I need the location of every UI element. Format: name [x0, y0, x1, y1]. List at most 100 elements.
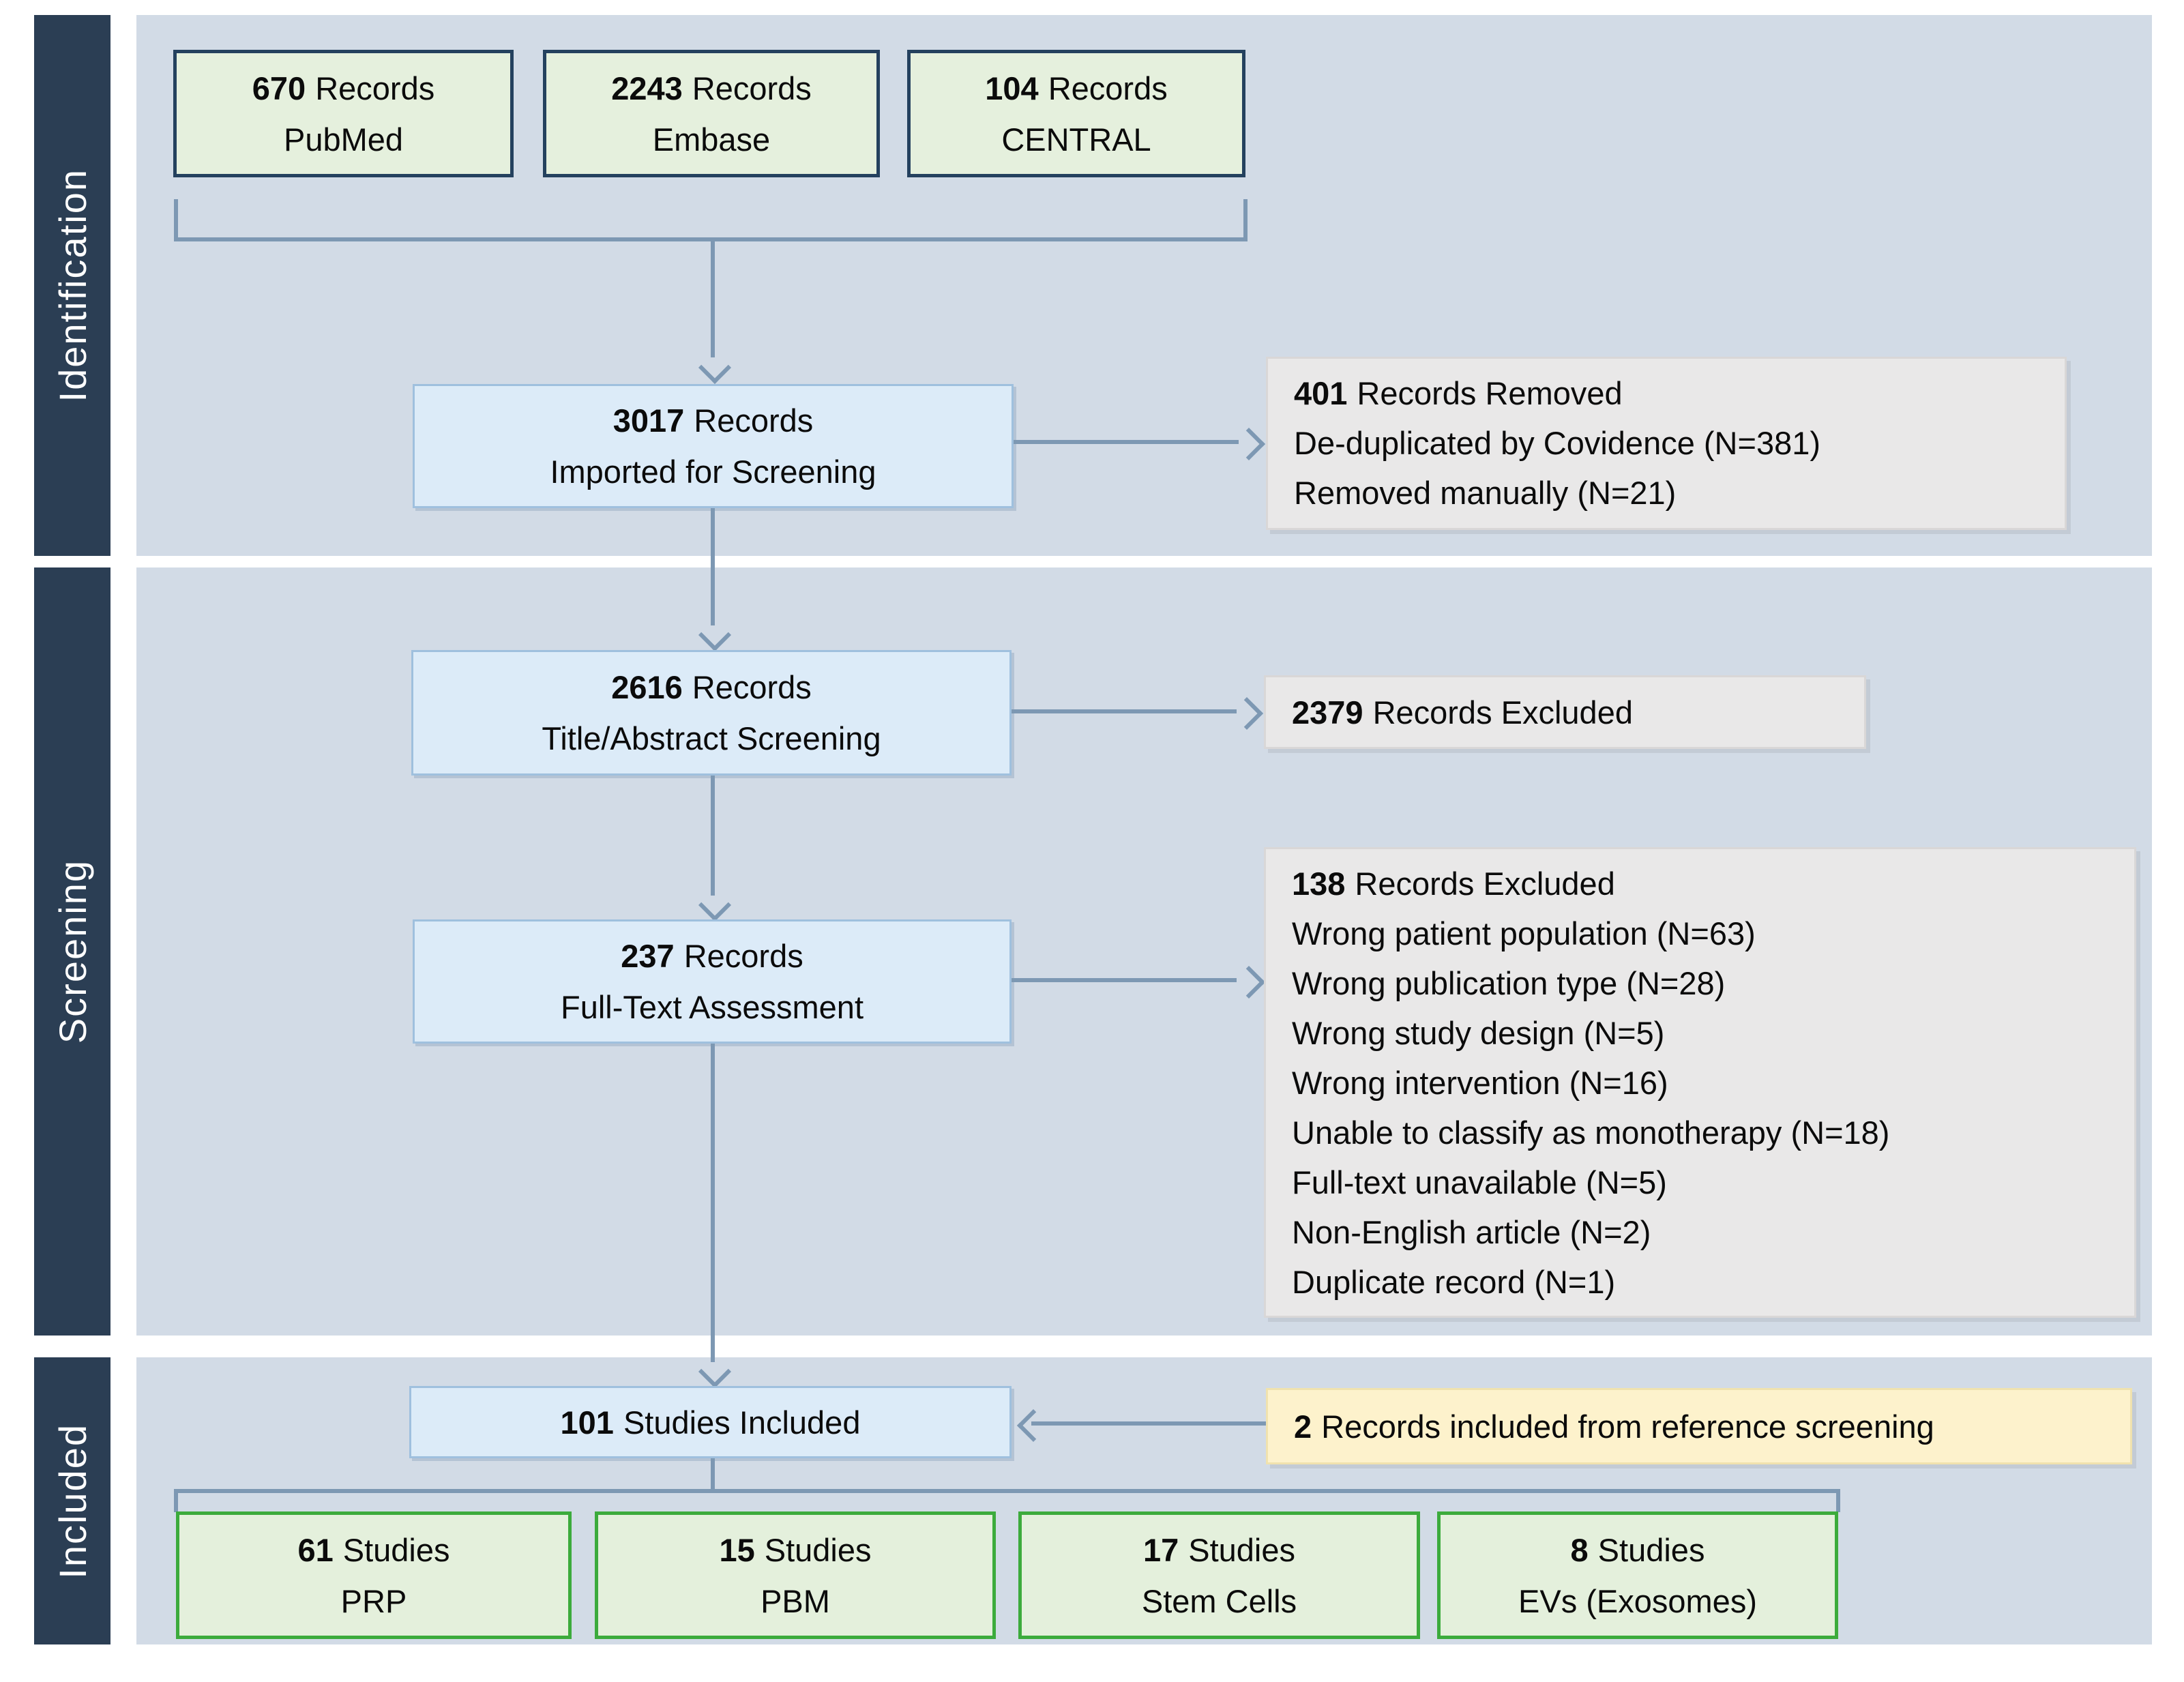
sidebar-stage-identification: Identification: [34, 15, 110, 556]
group-name: EVs (Exosomes): [1518, 1582, 1757, 1619]
study-count: 61: [297, 1531, 334, 1568]
exclusion-reason: Wrong patient population (N=63): [1292, 915, 1756, 951]
record-unit: Records: [692, 669, 812, 705]
box-label: Title/Abstract Screening: [542, 720, 881, 756]
record-count: 237: [621, 938, 675, 974]
record-count: 2616: [611, 669, 683, 705]
source-name: PubMed: [283, 121, 404, 158]
connector-line: [1243, 199, 1248, 240]
record-count: 670: [252, 70, 306, 106]
connector-line: [174, 237, 1248, 241]
exclusion-reason: Non-English article (N=2): [1292, 1214, 1651, 1250]
record-count: 138: [1292, 866, 1346, 902]
record-unit: Records: [1048, 70, 1168, 106]
record-count: 2: [1294, 1408, 1312, 1445]
record-count: 3017: [613, 402, 685, 439]
exclusion-reason: Wrong publication type (N=28): [1292, 965, 1726, 1001]
connector-line: [174, 199, 178, 240]
study-unit: Studies: [764, 1531, 872, 1568]
box-label: Studies Included: [623, 1404, 861, 1441]
connector-line: [1012, 709, 1237, 713]
source-name: CENTRAL: [1001, 121, 1151, 158]
study-count: 8: [1570, 1531, 1589, 1568]
connector-line: [1014, 440, 1239, 444]
connector-line: [174, 1493, 178, 1512]
note-title-text: Records Excluded: [1355, 866, 1615, 902]
study-count: 17: [1142, 1531, 1179, 1568]
stage-label-identification: Identification: [50, 168, 94, 402]
study-unit: Studies: [1597, 1531, 1705, 1568]
connector-line: [711, 508, 715, 625]
connector-line: [711, 1458, 715, 1493]
source-name: Embase: [652, 121, 771, 158]
record-count: 2243: [611, 70, 683, 106]
group-name: Stem Cells: [1141, 1582, 1297, 1619]
group-name: PRP: [340, 1582, 407, 1619]
removal-reason: Removed manually (N=21): [1294, 475, 1677, 511]
connector-line: [711, 241, 715, 357]
record-unit: Records: [692, 70, 812, 106]
record-unit: Records: [315, 70, 435, 106]
study-unit: Studies: [342, 1531, 450, 1568]
connector-line: [1836, 1493, 1840, 1512]
record-count: 101: [560, 1404, 614, 1441]
stage-label-screening: Screening: [50, 859, 94, 1044]
record-unit: Records: [683, 938, 803, 974]
connector-line: [174, 1489, 1840, 1493]
exclusion-reason: Full-text unavailable (N=5): [1292, 1164, 1667, 1200]
connector-line: [1012, 978, 1237, 982]
exclusion-reason: Wrong intervention (N=16): [1292, 1065, 1668, 1101]
note-title-text: Records Removed: [1357, 375, 1623, 411]
connector-line: [711, 776, 715, 896]
study-unit: Studies: [1188, 1531, 1296, 1568]
record-unit: Records: [694, 402, 814, 439]
sidebar-stage-screening: Screening: [34, 567, 110, 1336]
study-count: 15: [719, 1531, 755, 1568]
sidebar-stage-included: Included: [34, 1357, 110, 1644]
note-title-text: Records included from reference screenin…: [1321, 1408, 1934, 1445]
record-count: 2379: [1292, 694, 1363, 731]
removal-reason: De-duplicated by Covidence (N=381): [1294, 425, 1821, 461]
connector-line: [711, 1044, 715, 1362]
note-title-text: Records Excluded: [1372, 694, 1633, 731]
box-label: Imported for Screening: [550, 454, 876, 490]
box-label: Full-Text Assessment: [560, 989, 864, 1025]
connector-line: [1031, 1421, 1266, 1426]
stage-label-included: Included: [50, 1423, 94, 1579]
exclusion-reason: Unable to classify as monotherapy (N=18): [1292, 1115, 1890, 1151]
group-name: PBM: [761, 1582, 830, 1619]
exclusion-reason: Wrong study design (N=5): [1292, 1015, 1665, 1051]
record-count: 104: [985, 70, 1039, 106]
